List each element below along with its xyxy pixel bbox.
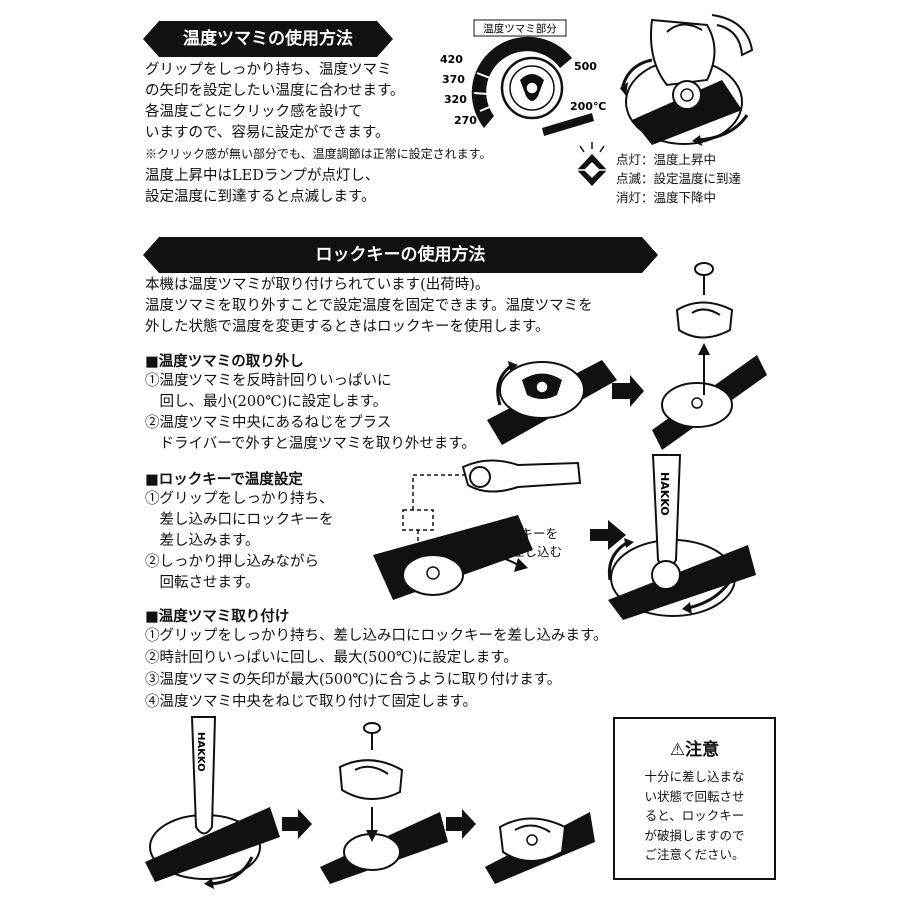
removal-step-1b: 回し、最小(200℃)に設定します。 bbox=[145, 394, 388, 410]
attach-step-4: ④温度ツマミ中央をねじで取り付けて固定します。 bbox=[145, 694, 478, 710]
caution-line-3: ると、ロックキー bbox=[644, 808, 745, 823]
dial-value-500: 500 bbox=[574, 60, 597, 73]
warning-icon: ⚠ bbox=[669, 740, 686, 760]
section1-led-line-2: 設定温度に到達すると点滅します。 bbox=[145, 189, 376, 205]
section1-note: ※クリック感が無い部分でも、温度調節は正常に設定されます。 bbox=[145, 147, 492, 161]
lockkey-step-1b: 差し込み口にロックキーを bbox=[145, 512, 334, 528]
grip-brand-label: HAKKO bbox=[658, 472, 671, 516]
caution-line-4: が破損しますので bbox=[644, 827, 745, 843]
led-lamp-icon bbox=[577, 142, 607, 186]
grip-lockkey-rotate-illustration: HAKKO bbox=[607, 454, 756, 620]
lockkey-step-1c: 差し込みます。 bbox=[145, 533, 260, 549]
section1-line-4: いますので、容易に設定ができます。 bbox=[145, 125, 390, 141]
caution-line-1: 十分に差し込まな bbox=[644, 769, 745, 784]
right-arrow-icon bbox=[590, 520, 626, 550]
section2-banner: ロックキーの使用方法 bbox=[143, 237, 658, 273]
legend-off: 消灯：温度下降中 bbox=[616, 190, 717, 205]
section1-line-2: の矢印を設定したい温度に合わせます。 bbox=[145, 83, 405, 99]
lockkey-step-2b: 回転させます。 bbox=[145, 575, 260, 591]
dial-value-270: 270 bbox=[454, 114, 477, 127]
section1-line-1: グリップをしっかり持ち、温度ツマミ bbox=[145, 62, 392, 78]
dial-value-320: 320 bbox=[444, 93, 467, 106]
attach-grip-brand-label: HAKKO bbox=[195, 732, 206, 772]
lockkey-insert-illustration bbox=[373, 459, 582, 600]
caution-title: 注意 bbox=[685, 740, 720, 760]
hand-turning-dial-illustration bbox=[620, 14, 754, 146]
intro-line-3: 外した状態で温度を変更するときはロックキーを使用します。 bbox=[145, 319, 550, 335]
dial-value-370: 370 bbox=[442, 73, 465, 86]
legend-on: 点灯：温度上昇中 bbox=[616, 152, 717, 167]
caution-line-5: ご注意ください。 bbox=[644, 847, 745, 862]
dial-value-420: 420 bbox=[440, 53, 463, 66]
removal-heading: ■温度ツマミの取り外し bbox=[145, 354, 304, 370]
removal-step-1a: ①温度ツマミを反時計回りいっぱいに bbox=[145, 373, 392, 389]
section2-title: ロックキーの使用方法 bbox=[315, 245, 486, 265]
lockkey-step-2a: ②しっかり押し込みながら bbox=[145, 554, 319, 570]
caution-line-2: い状態で回転させ bbox=[644, 788, 745, 804]
intro-line-2: 温度ツマミを取り外すことで設定温度を固定できます。温度ツマミを bbox=[145, 298, 593, 314]
section1-banner: 温度ツマミの使用方法 bbox=[143, 21, 393, 57]
temperature-dial-diagram: 温度ツマミ部分 420 370 320 270 500 200℃ bbox=[440, 19, 606, 136]
dial-value-200: 200℃ bbox=[570, 100, 606, 113]
attach-step-1: ①グリップをしっかり持ち、差し込み口にロックキーを差し込みます。 bbox=[145, 628, 608, 644]
removal-step-2a: ②温度ツマミ中央にあるねじをプラス bbox=[145, 415, 392, 431]
caution-box: ⚠注意 十分に差し込まな い状態で回転させ ると、ロックキー が破損しますので … bbox=[613, 717, 776, 880]
lockkey-callout-2: しっかり差し込む bbox=[462, 544, 563, 559]
attach-step-2: ②時計回りいっぱいに回し、最大(500℃)に設定します。 bbox=[145, 650, 518, 666]
attach-step-3: ③温度ツマミの矢印が最大(500℃)に合うように取り付けます。 bbox=[145, 672, 562, 688]
lockkey-heading: ■ロックキーで温度設定 bbox=[145, 472, 303, 488]
dial-label: 温度ツマミ部分 bbox=[483, 22, 557, 35]
attach-heading: ■温度ツマミ取り付け bbox=[145, 609, 290, 625]
caution-title-row: ⚠注意 bbox=[615, 735, 774, 760]
legend-blink: 点滅：設定温度に到達 bbox=[616, 171, 742, 186]
removal-step-2b: ドライバーで外すと温度ツマミを取り外せます。 bbox=[145, 436, 476, 452]
intro-line-1: 本機は温度ツマミが取り付けられています(出荷時)。 bbox=[145, 277, 490, 293]
lockkey-step-1a: ①グリップをしっかり持ち、 bbox=[145, 491, 334, 507]
knob-removal-illustration bbox=[487, 262, 767, 450]
lockkey-callout-1: ロックキーを bbox=[483, 526, 559, 541]
section1-line-3: 各温度ごとにクリック感を設けて bbox=[145, 104, 363, 120]
section1-title: 温度ツマミの使用方法 bbox=[183, 29, 353, 49]
section1-led-line-1: 温度上昇中はLEDランプが点灯し、 bbox=[145, 168, 380, 184]
attach-sequence-illustration: HAKKO bbox=[145, 716, 595, 889]
caution-body: 十分に差し込まな い状態で回転させ ると、ロックキー が破損しますので ご注意く… bbox=[615, 767, 774, 865]
